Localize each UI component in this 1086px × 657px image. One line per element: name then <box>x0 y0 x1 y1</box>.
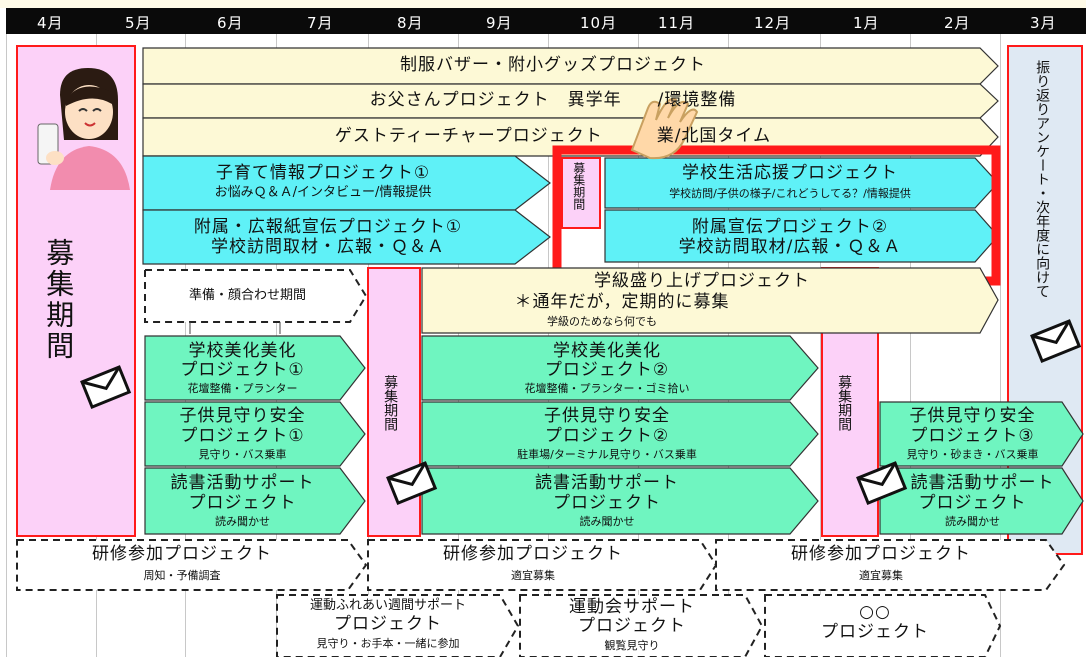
recruit-period-main-label: 募集期間 <box>42 238 76 362</box>
envelope-icon <box>386 461 438 505</box>
training3-sub: 適宜募集 <box>859 569 903 582</box>
review-label: 振り返りアンケート・次年度に向けて <box>1034 60 1051 298</box>
watch2-title2: プロジェクト② <box>544 426 670 446</box>
month-label: 4月 <box>37 14 64 32</box>
sports-week-title2: プロジェクト <box>334 614 442 634</box>
watch2-sub: 駐車場/ターミナル見守り・バス乗車 <box>517 448 697 461</box>
read3-sub: 読み聞かせ <box>945 515 1000 528</box>
read3-title2: プロジェクト <box>918 493 1027 513</box>
watch3-title2: プロジェクト③ <box>910 426 1035 446</box>
pr1-project-sub: 学校訪問取材・広報・Ｑ＆Ａ <box>211 237 445 257</box>
class-project-sub: 学級のためなら何でも <box>547 315 657 328</box>
month-label: 9月 <box>486 14 513 32</box>
pr2-project-title: 附属宣伝プロジェクト② <box>691 217 889 237</box>
beauty2-sub: 花壇整備・プランター・ゴミ拾い <box>524 382 690 395</box>
read2-title: 読書活動サポート <box>535 473 679 493</box>
envelope-icon <box>856 461 908 505</box>
oo-project-title: ○○ <box>859 602 891 622</box>
month-label: 2月 <box>944 14 971 32</box>
training2-title: 研修参加プロジェクト <box>443 544 623 564</box>
top-band <box>0 0 1086 8</box>
beauty1-title: 学校美化美化 <box>188 341 297 361</box>
watch3-sub: 見守り・砂まき・バス乗車 <box>906 448 1039 461</box>
father-project-label: お父さんプロジェクト 異学年 /環境整備 <box>369 90 737 110</box>
watch2-title: 子供見守り安全 <box>544 406 670 426</box>
watch3-title: 子供見守り安全 <box>909 406 1036 426</box>
beauty1-sub: 花壇整備・プランター <box>187 382 298 395</box>
month-label: 12月 <box>754 14 792 32</box>
sports-week-title: 運動ふれあい週間サポート <box>309 598 466 613</box>
oo-project-title2: プロジェクト <box>821 622 929 642</box>
read2-sub: 読み聞かせ <box>579 515 635 528</box>
school-life-project-title: 学校生活応援プロジェクト <box>682 163 898 183</box>
read1-title2: プロジェクト <box>188 493 297 513</box>
beauty2-title: 学校美化美化 <box>553 341 661 361</box>
training3-title: 研修参加プロジェクト <box>791 544 971 564</box>
class-project-line2: ＊通年だが，定期的に募集 <box>514 292 730 312</box>
uniform-project-label: 制服バザー・附小グッズプロジェクト <box>400 55 706 75</box>
month-label: 6月 <box>217 14 244 32</box>
recruit-period-aug-label: 募集期間 <box>382 375 399 431</box>
month-label: 10月 <box>580 14 618 32</box>
month-label: 8月 <box>397 14 424 32</box>
class-project-title: 学級盛り上げプロジェクト <box>594 271 810 291</box>
month-label: 11月 <box>658 14 696 32</box>
pr1-project-title: 附属・広報紙宣伝プロジェクト① <box>193 217 463 237</box>
recruit-period-jan-label: 募集期間 <box>836 375 853 431</box>
recruit-period-oct <box>561 157 601 229</box>
prep-period-label: 準備・顔合わせ期間 <box>188 288 306 303</box>
childcare-project-title: 子育て情報プロジェクト① <box>215 163 431 183</box>
training1-title: 研修参加プロジェクト <box>92 544 272 564</box>
school-life-project-sub: 学校訪問/子供の様子/これどうしてる？/情報提供 <box>669 187 911 200</box>
read2-title2: プロジェクト <box>553 493 661 513</box>
month-label: 5月 <box>125 14 152 32</box>
month-label: 3月 <box>1030 14 1057 32</box>
month-label: 7月 <box>307 14 334 32</box>
guest-teacher-project-label: ゲストティーチャープロジェクト 業/北国タイム <box>334 126 772 146</box>
beauty2-title2: プロジェクト② <box>544 360 670 380</box>
read3-title: 読書活動サポート <box>910 473 1055 493</box>
sports-week-sub: 見守り・お手本・一緒に参加 <box>316 637 460 650</box>
watch1-sub: 見守り・バス乗車 <box>198 448 287 461</box>
pointing-hand-icon <box>630 98 699 160</box>
watch1-title: 子供見守り安全 <box>179 406 306 426</box>
envelope-icon <box>1030 319 1082 363</box>
watch1-title2: プロジェクト① <box>180 426 305 446</box>
pr2-project-sub: 学校訪問取材/広報・Ｑ＆Ａ <box>678 237 902 257</box>
month-label: 1月 <box>853 14 880 32</box>
recruit-period-oct-label: 募集期間 <box>571 162 586 210</box>
sports-day-sub: 観覧見守り <box>604 639 660 652</box>
training2-sub: 適宜募集 <box>511 569 555 582</box>
month-header-bar <box>6 8 1086 34</box>
woman-with-phone-illustration <box>37 68 130 190</box>
beauty1-title2: プロジェクト① <box>180 360 305 380</box>
read1-title: 読書活動サポート <box>170 473 315 493</box>
childcare-project-sub: お悩みＱ＆Ａ/インタビュー/情報提供 <box>214 185 432 200</box>
training1-sub: 周知・予備調査 <box>143 569 221 582</box>
read1-sub: 読み聞かせ <box>215 515 270 528</box>
envelope-icon <box>80 365 132 409</box>
sports-day-title2: プロジェクト <box>578 616 686 636</box>
sports-day-title: 運動会サポート <box>569 597 695 617</box>
